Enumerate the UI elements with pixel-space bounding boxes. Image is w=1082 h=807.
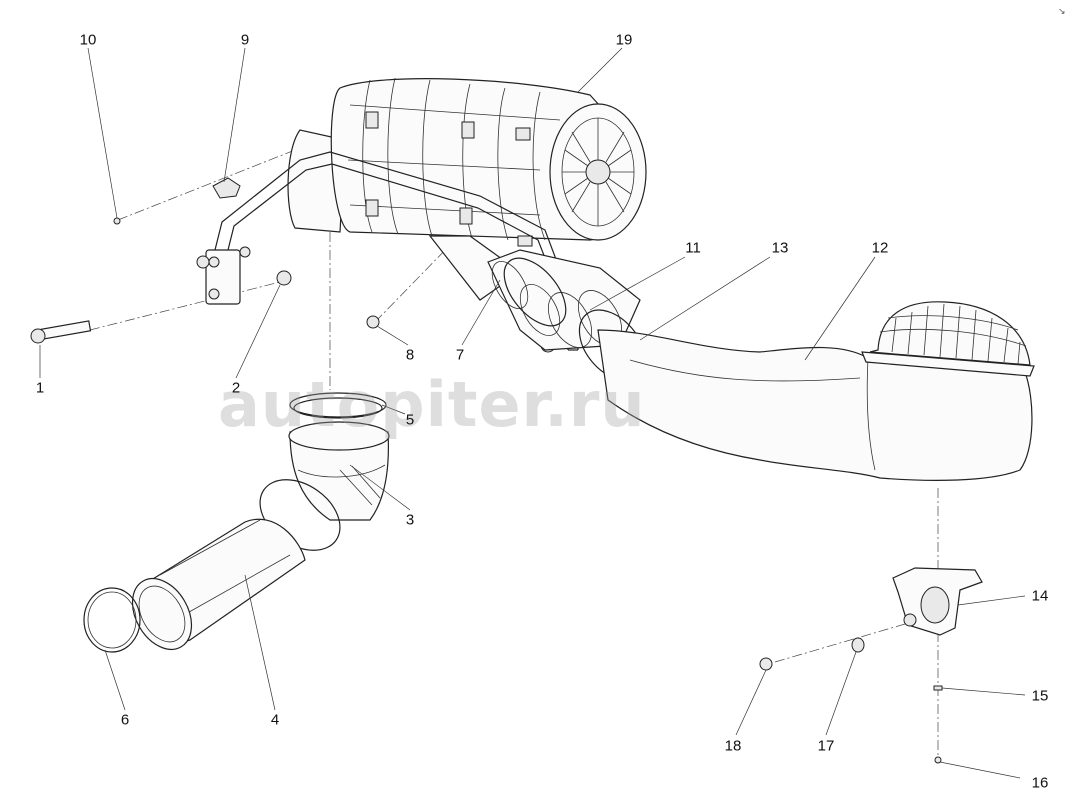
corner-mark: ↘ [1058,6,1066,16]
callout-4: 4 [270,711,280,729]
seal-ring [289,392,387,418]
callout-15: 15 [1031,687,1049,705]
callout-19: 19 [615,31,633,49]
air-filter-housing [287,77,647,301]
callout-17: 17 [817,737,835,755]
callout-10: 10 [79,31,97,49]
callout-3: 3 [405,511,415,529]
callout-5: 5 [405,411,415,429]
callout-1: 1 [35,379,45,397]
flex-hose [83,479,341,653]
elbow-pipe [288,421,390,521]
watermark: autopiter.ru [218,368,646,441]
callout-13: 13 [771,239,789,257]
intake-pipe [597,301,1035,481]
callout-16: 16 [1031,774,1049,792]
leader-lines [39,47,1026,779]
fasteners [30,177,943,764]
callout-12: 12 [871,239,889,257]
callout-14: 14 [1031,587,1049,605]
callout-9: 9 [240,31,250,49]
callout-8: 8 [405,346,415,364]
callout-18: 18 [724,737,742,755]
seal-ring-inner [293,397,383,419]
callout-7: 7 [455,346,465,364]
callout-2: 2 [231,379,241,397]
bellows-hose [487,249,641,351]
mounting-flange [892,567,983,636]
callout-6: 6 [120,711,130,729]
callout-11: 11 [685,239,701,257]
